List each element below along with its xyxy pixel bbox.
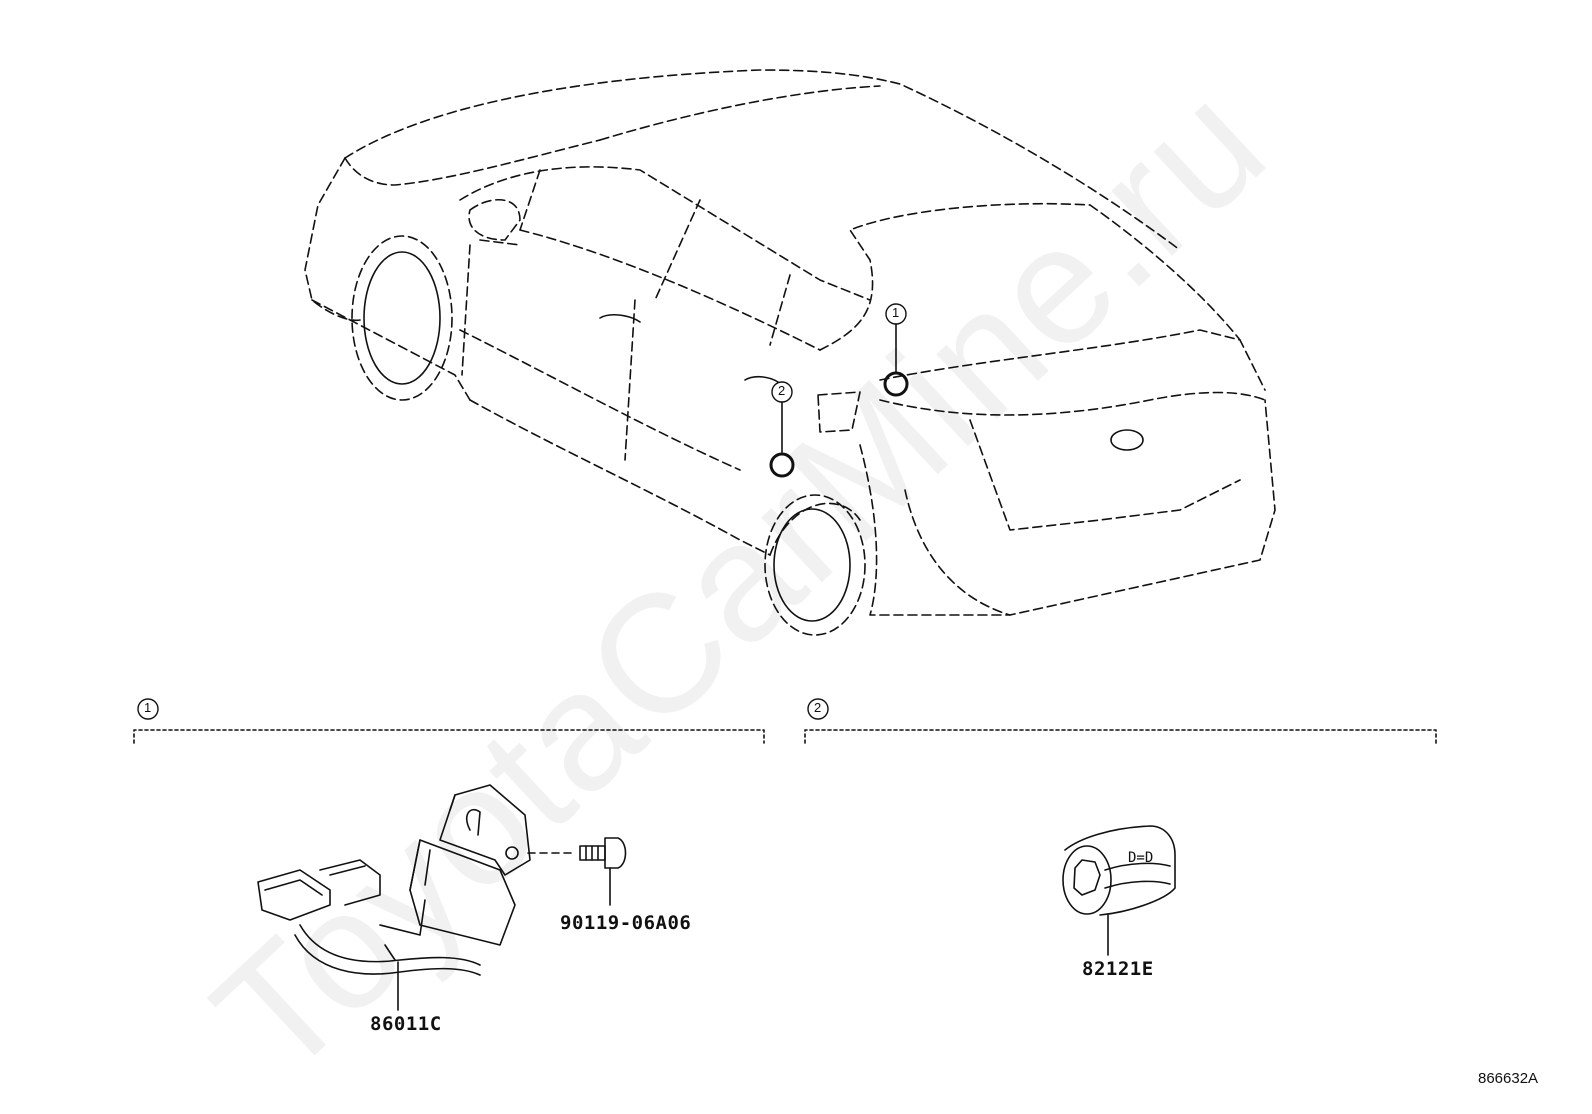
part-number-90119-06A06[interactable]: 90119-06A06	[560, 912, 692, 934]
vehicle-outline	[304, 69, 1276, 616]
front-wheel	[351, 235, 453, 401]
svg-text:D=D: D=D	[1128, 850, 1153, 866]
part-number-86011C[interactable]: 86011C	[370, 1013, 442, 1035]
callout-1-label: 1	[892, 305, 900, 320]
section-2-label: 2	[814, 700, 822, 715]
clamp-drawing: D=D	[1062, 825, 1176, 956]
bracket-assembly-drawing	[257, 784, 531, 1011]
section-1-header	[133, 698, 765, 744]
part-number-82121E[interactable]: 82121E	[1082, 958, 1154, 980]
rear-emblem	[1110, 429, 1144, 451]
section-1-label: 1	[144, 700, 152, 715]
bolt-drawing	[527, 837, 627, 906]
location-marker-2	[769, 381, 795, 478]
rear-wheel	[764, 494, 866, 636]
door-handle-front	[599, 313, 641, 323]
location-marker-1	[883, 303, 909, 397]
callout-2-label: 2	[778, 383, 786, 398]
section-2-header	[804, 698, 1437, 744]
door-handle-rear	[744, 375, 779, 383]
diagram-reference: 866632A	[1478, 1070, 1539, 1087]
